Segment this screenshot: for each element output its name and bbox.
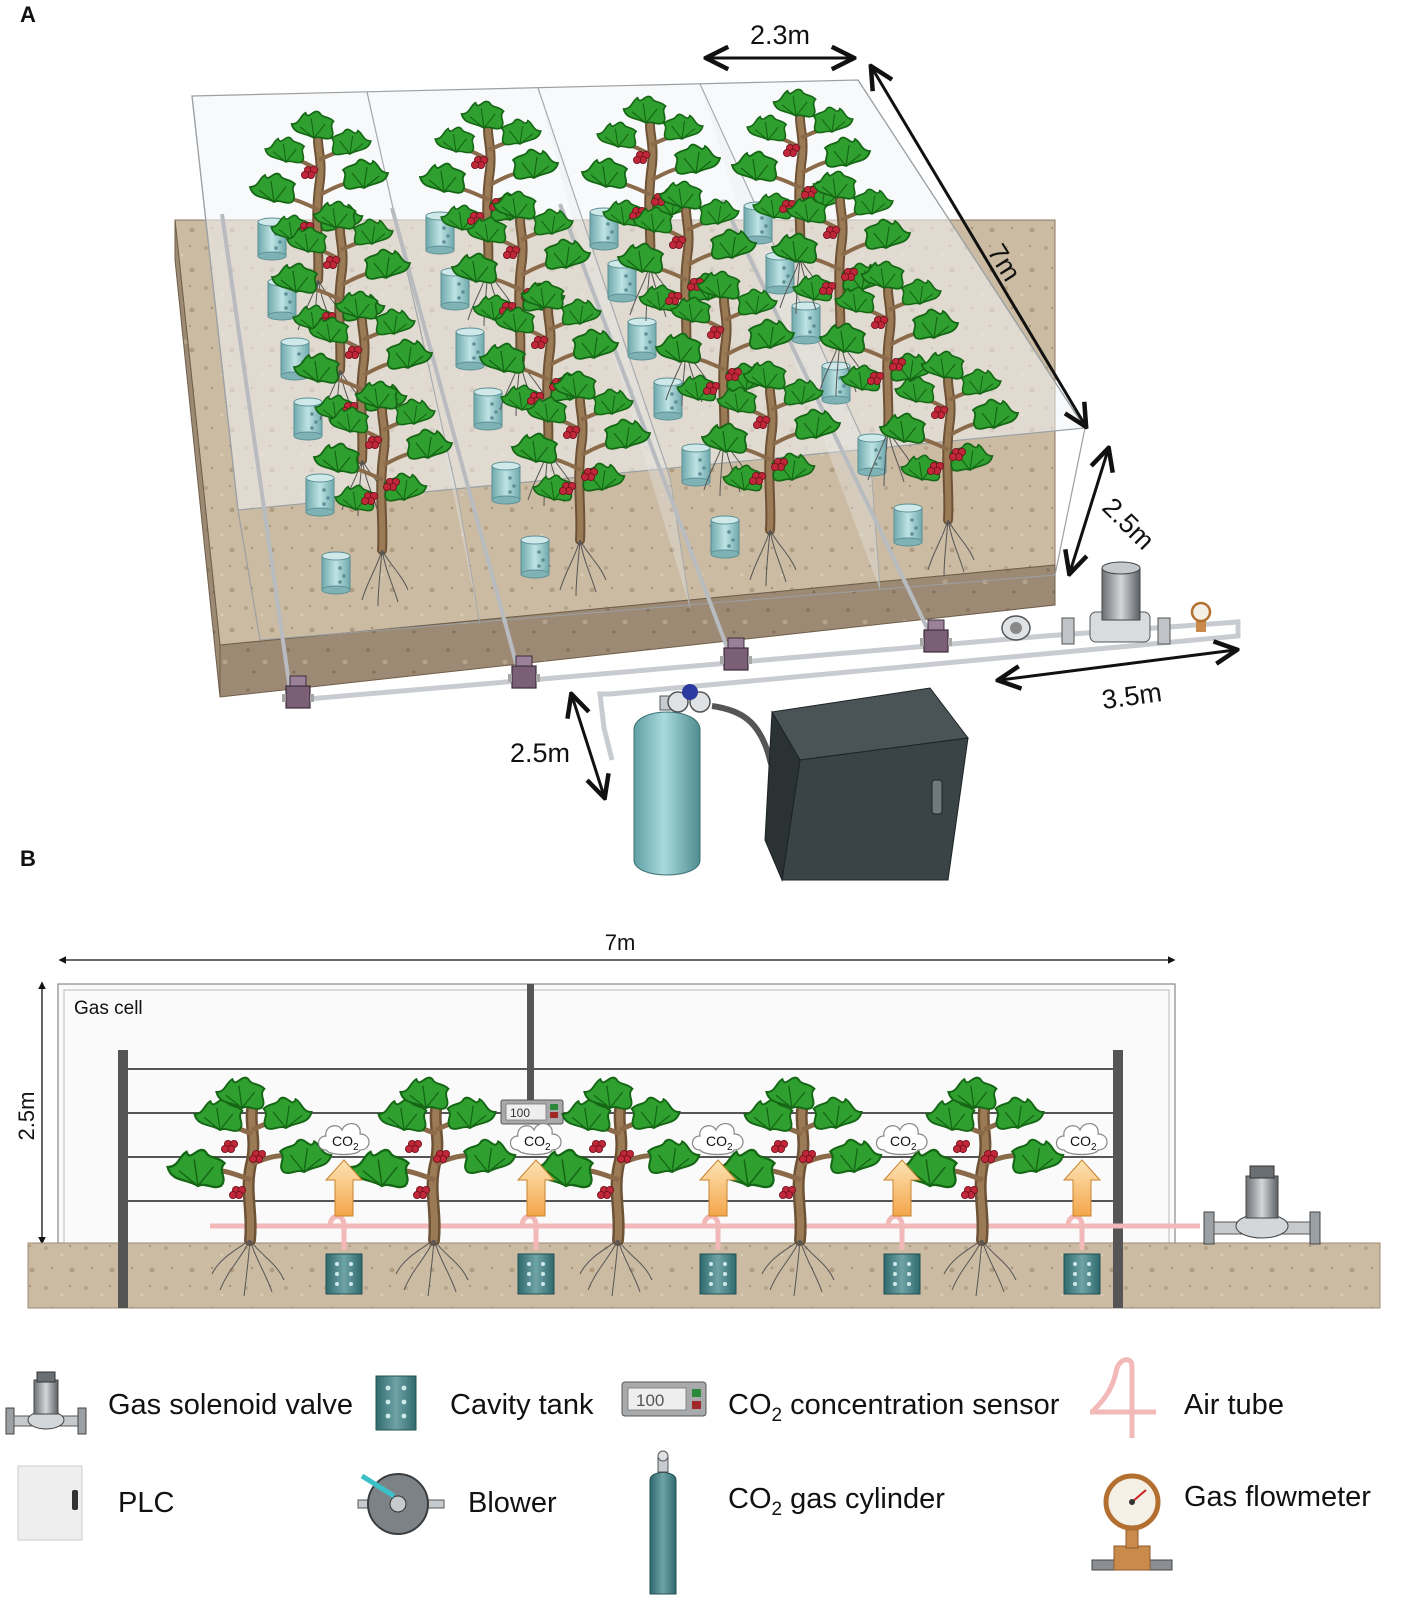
co2-label: CO2 — [332, 1133, 359, 1153]
legend-sensor-icon: 100 — [621, 1381, 707, 1417]
soil-front-face — [219, 564, 1056, 698]
legend-plc-icon — [17, 1465, 83, 1541]
dimension-cylinder-run: 2.5m — [510, 696, 604, 796]
legend-cylinder-label: CO2 gas cylinder — [728, 1483, 945, 1520]
legend-sensor-label: CO2 concentration sensor — [728, 1389, 1060, 1426]
side-length-label: 7m — [605, 930, 636, 955]
legend-blower-icon — [357, 1473, 445, 1535]
side-height-label: 2.5m — [14, 1092, 39, 1141]
legend: Gas solenoid valve Cavity tank 100 CO2 c… — [5, 1357, 1371, 1595]
legend-plc-label: PLC — [118, 1487, 174, 1519]
dimension-width: 2.3m — [708, 20, 852, 58]
gas-cell-label: Gas cell — [74, 998, 143, 1019]
dimension-pipe-run: 3.5m — [1000, 650, 1235, 715]
panel-a-label: A — [20, 2, 36, 27]
dim-height-label: 2.5m — [1097, 492, 1161, 556]
co2-emitters: CO2 CO2 CO2 CO2 — [317, 1122, 1108, 1295]
flowmeter-3d — [1190, 601, 1212, 632]
co2-label: CO2 — [706, 1133, 733, 1153]
legend-solenoid-icon — [5, 1371, 87, 1435]
legend-solenoid-label: Gas solenoid valve — [108, 1389, 353, 1421]
dimension-height: 2.5m — [1070, 450, 1160, 572]
legend-air-tube-label: Air tube — [1184, 1389, 1284, 1421]
legend-flowmeter-label: Gas flowmeter — [1184, 1481, 1371, 1513]
greenhouse-3d — [174, 79, 1241, 882]
co2-cylinder-3d — [633, 684, 797, 876]
co2-label: CO2 — [1070, 1133, 1097, 1153]
legend-cavity-icon — [375, 1375, 417, 1431]
co2-label: CO2 — [524, 1133, 551, 1153]
plc-cabinet-3d — [764, 687, 969, 882]
trellis-post-left — [118, 1050, 128, 1308]
sensor-side-reading: 100 — [510, 1106, 530, 1120]
legend-cavity-label: Cavity tank — [450, 1389, 594, 1421]
trellis-post-right — [1113, 1050, 1123, 1308]
legend-cylinder-icon — [649, 1450, 677, 1595]
legend-flowmeter-icon — [1091, 1473, 1173, 1571]
legend-blower-label: Blower — [468, 1487, 557, 1519]
blower-3d — [1001, 615, 1031, 641]
sensor-side: 100 — [500, 1099, 564, 1125]
legend-air-tube-icon — [1090, 1357, 1156, 1438]
dim-width-label: 2.3m — [750, 20, 810, 50]
dim-cylinder-run-label: 2.5m — [510, 738, 570, 768]
panel-b-label: B — [20, 846, 36, 871]
side-view: 7m 2.5m Gas cell 100 — [14, 930, 1381, 1309]
legend-sensor-reading: 100 — [636, 1391, 664, 1410]
dim-pipe-run-label: 3.5m — [1100, 677, 1164, 715]
solenoid-valve-side — [1203, 1165, 1321, 1245]
co2-label: CO2 — [890, 1133, 917, 1153]
